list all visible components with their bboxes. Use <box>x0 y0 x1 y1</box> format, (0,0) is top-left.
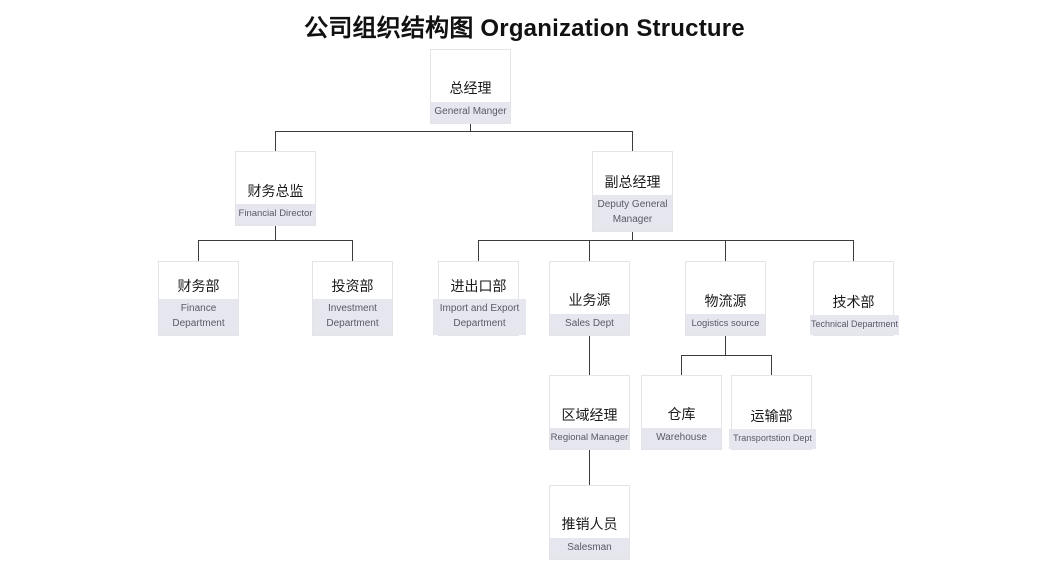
node-general-manager[interactable]: 总经理 General Manger <box>430 49 511 124</box>
node-technical-department[interactable]: 技术部 Technical Department <box>810 261 899 336</box>
node-regional-manager-cn: 区域经理 <box>561 407 618 424</box>
node-warehouse-cn: 仓库 <box>667 406 696 423</box>
connector-financial-director-stem <box>275 226 276 240</box>
node-import-export-department[interactable]: 进出口部 Import and Export Department <box>433 261 526 336</box>
node-investment-department[interactable]: 投资部 Investment Department <box>312 261 393 336</box>
node-logistics-source-cn: 物流源 <box>704 293 747 310</box>
node-sales-dept-cn: 业务源 <box>568 292 611 309</box>
node-investment-department-en: Investment Department <box>313 299 392 335</box>
node-technical-department-en: Technical Department <box>810 314 899 335</box>
connector-logistics-to-transportation <box>771 355 772 376</box>
connector-financial-director-to-investment-dept <box>352 240 353 262</box>
node-finance-department[interactable]: 财务部 Finance Department <box>158 261 239 336</box>
node-deputy-general-manager[interactable]: 副总经理 Deputy General Manager <box>592 151 673 232</box>
connector-gm-to-financial-director <box>275 131 276 152</box>
node-deputy-general-manager-en: Deputy General Manager <box>593 195 672 231</box>
node-sales-dept-en: Sales Dept <box>550 313 629 335</box>
node-logistics-source-en: Logistics source <box>686 314 765 335</box>
node-import-export-department-en: Import and Export Department <box>433 299 526 335</box>
connector-gm-bus <box>275 131 633 132</box>
node-sales-dept[interactable]: 业务源 Sales Dept <box>549 261 630 336</box>
connector-deputy-gm-to-technical-dept <box>853 240 854 262</box>
node-general-manager-en: General Manger <box>431 101 510 123</box>
connector-regional-manager-to-salesman <box>589 450 590 486</box>
node-financial-director-en: Financial Director <box>236 204 315 225</box>
connector-logistics-stem <box>725 336 726 355</box>
node-regional-manager-en: Regional Manager <box>550 428 629 449</box>
node-warehouse[interactable]: 仓库 Warehouse <box>641 375 722 450</box>
node-salesman[interactable]: 推销人员 Salesman <box>549 485 630 560</box>
node-deputy-general-manager-cn: 副总经理 <box>604 173 661 190</box>
node-financial-director[interactable]: 财务总监 Financial Director <box>235 151 316 226</box>
connector-deputy-gm-bus <box>478 240 853 241</box>
connector-gm-to-deputy-gm <box>632 131 633 152</box>
node-transportation-dept-en: Transportstion Dept <box>729 428 816 449</box>
node-general-manager-cn: 总经理 <box>449 80 492 97</box>
connector-logistics-bus <box>681 355 771 356</box>
connector-logistics-to-warehouse <box>681 355 682 376</box>
connector-deputy-gm-stem <box>632 232 633 240</box>
connector-gm-stem <box>470 124 471 132</box>
node-transportation-dept-cn: 运输部 <box>750 407 793 424</box>
node-technical-department-cn: 技术部 <box>832 293 875 310</box>
node-salesman-en: Salesman <box>550 537 629 559</box>
connector-financial-director-bus <box>198 240 353 241</box>
node-finance-department-en: Finance Department <box>159 299 238 335</box>
node-financial-director-cn: 财务总监 <box>247 183 304 200</box>
connector-deputy-gm-to-import-export <box>478 240 479 262</box>
page-title: 公司组织结构图 Organization Structure <box>304 15 745 42</box>
node-logistics-source[interactable]: 物流源 Logistics source <box>685 261 766 336</box>
connector-deputy-gm-to-logistics <box>725 240 726 262</box>
node-regional-manager[interactable]: 区域经理 Regional Manager <box>549 375 630 450</box>
connector-sales-dept-to-regional-manager <box>589 336 590 376</box>
node-warehouse-en: Warehouse <box>642 427 721 449</box>
node-finance-department-cn: 财务部 <box>177 277 220 294</box>
node-import-export-department-cn: 进出口部 <box>450 277 507 294</box>
connector-financial-director-to-finance-dept <box>198 240 199 262</box>
node-salesman-cn: 推销人员 <box>561 516 618 533</box>
node-transportation-dept[interactable]: 运输部 Transportstion Dept <box>729 375 816 450</box>
node-investment-department-cn: 投资部 <box>331 277 374 294</box>
connector-deputy-gm-to-sales-dept <box>589 240 590 262</box>
